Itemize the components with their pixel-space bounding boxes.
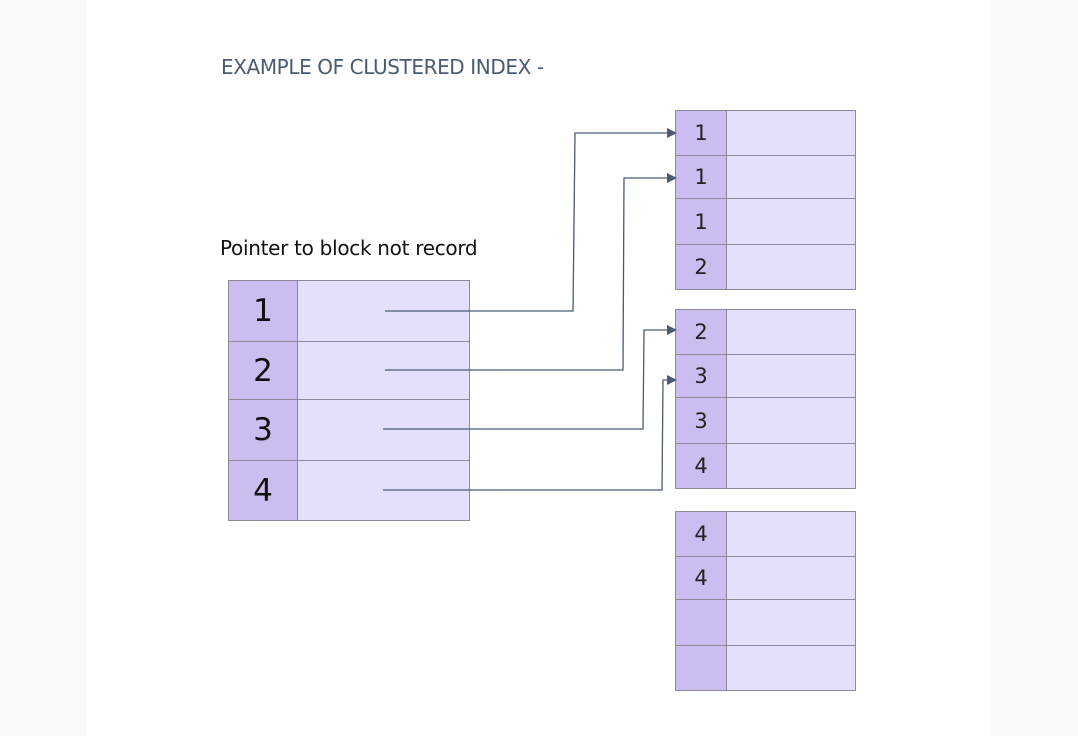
record-key-cell: 1 [676, 111, 727, 155]
block-1-record: 1 [675, 155, 856, 199]
index-key-cell: 2 [229, 342, 298, 399]
index-pointer-cell [298, 281, 469, 341]
index-pointer-cell [298, 461, 469, 520]
index-pointer-cell [298, 400, 469, 460]
record-data-cell [727, 398, 855, 443]
block-3-record: 4 [675, 511, 856, 557]
record-key-cell: 3 [676, 355, 727, 397]
block-3-record [675, 645, 856, 691]
record-key-cell: 4 [676, 444, 727, 488]
block-1-record: 2 [675, 244, 856, 290]
record-data-cell [727, 557, 855, 599]
block-2-record: 3 [675, 397, 856, 444]
index-row: 1 [228, 280, 470, 342]
record-key-cell [676, 646, 727, 690]
index-key-cell: 3 [229, 400, 298, 460]
record-key-cell: 3 [676, 398, 727, 443]
diagram-title: EXAMPLE OF CLUSTERED INDEX - [221, 55, 544, 79]
record-key-cell: 2 [676, 245, 727, 289]
pointer-label: Pointer to block not record [220, 236, 478, 260]
index-row: 2 [228, 341, 470, 400]
record-data-cell [727, 245, 855, 289]
block-1-record: 1 [675, 198, 856, 245]
index-pointer-cell [298, 342, 469, 399]
index-key-cell: 4 [229, 461, 298, 520]
record-data-cell [727, 512, 855, 556]
index-row: 3 [228, 399, 470, 461]
block-2-record: 2 [675, 309, 856, 355]
block-3-record [675, 599, 856, 646]
record-key-cell: 1 [676, 199, 727, 244]
block-2-record: 4 [675, 443, 856, 489]
record-key-cell: 4 [676, 557, 727, 599]
record-data-cell [727, 310, 855, 354]
record-data-cell [727, 600, 855, 645]
record-data-cell [727, 199, 855, 244]
record-key-cell: 2 [676, 310, 727, 354]
block-3-record: 4 [675, 556, 856, 600]
block-1-record: 1 [675, 110, 856, 156]
record-data-cell [727, 111, 855, 155]
record-data-cell [727, 444, 855, 488]
record-data-cell [727, 156, 855, 198]
index-row: 4 [228, 460, 470, 521]
record-key-cell: 4 [676, 512, 727, 556]
block-2-record: 3 [675, 354, 856, 398]
index-key-cell: 1 [229, 281, 298, 341]
record-data-cell [727, 355, 855, 397]
record-key-cell: 1 [676, 156, 727, 198]
record-data-cell [727, 646, 855, 690]
record-key-cell [676, 600, 727, 645]
